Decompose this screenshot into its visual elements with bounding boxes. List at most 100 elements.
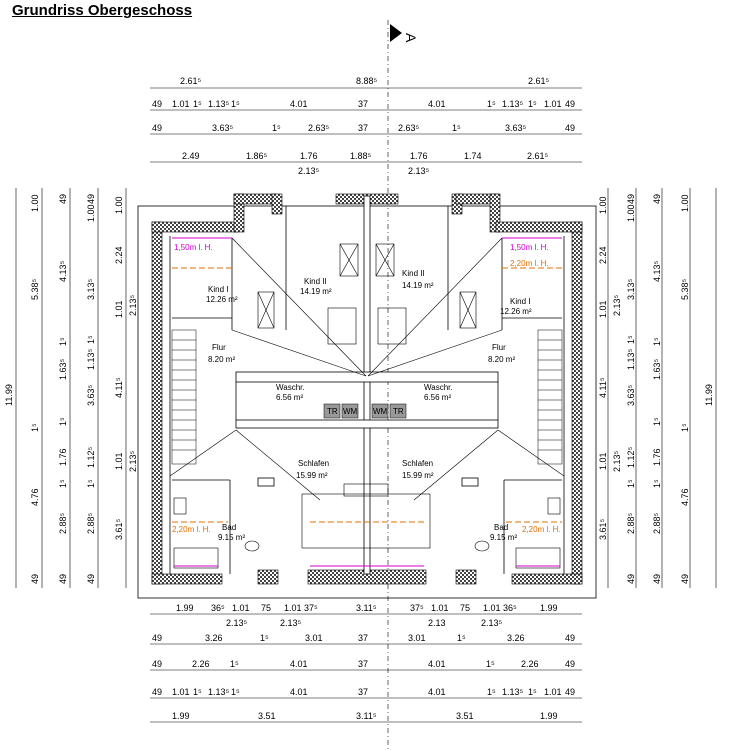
- dim-text: 1⁵: [626, 335, 636, 344]
- appliance-label: TR: [327, 407, 338, 416]
- dim-text: 1.00: [86, 204, 96, 222]
- dim-text: 1⁵: [231, 687, 240, 697]
- dim-text: 49: [565, 687, 575, 697]
- dim-text: 1.00: [30, 194, 40, 212]
- bottom-dim-row5: 1.99 3.51 3.11⁵ 3.51 1.99: [172, 711, 558, 721]
- dim-text: 36⁵: [503, 603, 517, 613]
- top-dim-row4: 2.49 1.86⁵ 1.76 1.88⁵ 1.76 1.74 2.61⁵: [182, 151, 549, 161]
- dim-text: 49: [152, 659, 162, 669]
- dim-text: 2.13⁵: [408, 166, 430, 176]
- right-dim-col5: 11.99: [704, 384, 714, 406]
- dim-text: 49: [152, 687, 162, 697]
- dim-text: 3.01: [408, 633, 426, 643]
- room-area: 12.26 m²: [500, 307, 532, 316]
- room-area: 14.19 m²: [300, 287, 332, 296]
- dim-text: 37: [358, 633, 368, 643]
- left-dim-col5: 1.00 2.24 1.01 4.11⁵ 1.01 3.61⁵: [114, 196, 124, 540]
- room-area: 15.99 m²: [402, 471, 434, 480]
- bottom-dim-row2: 49 3.26 1⁵ 3.01 37 3.01 1⁵ 3.26 49: [152, 633, 575, 643]
- room-name: Kind I: [510, 297, 530, 306]
- dim-text: 2.26: [192, 659, 210, 669]
- dim-text: 1⁵: [193, 687, 202, 697]
- stairs-right: [537, 329, 563, 465]
- height-label: 2,20m l. H.: [522, 525, 561, 534]
- dim-text: 1.86⁵: [246, 151, 268, 161]
- dim-text: 1.00: [114, 196, 124, 214]
- height-label: 2,20m l. H.: [510, 259, 549, 268]
- dim-text: 1.01: [114, 300, 124, 318]
- dim-text: 37⁵: [410, 603, 424, 613]
- dim-text: 8.88⁵: [356, 76, 378, 86]
- dim-text: 2.24: [114, 246, 124, 264]
- top-dim-row1: 2.61⁵ 8.88⁵ 2.61⁵: [180, 76, 550, 86]
- shafts: [257, 243, 477, 549]
- dim-text: 1.13⁵: [502, 687, 524, 697]
- height-label: 1,50m l. H.: [174, 243, 213, 252]
- dim-text: 4.76: [680, 488, 690, 506]
- washroom-appliances: TR WM WM TR: [323, 403, 407, 419]
- dim-text: 4.01: [428, 99, 446, 109]
- dim-text: 1⁵: [230, 659, 239, 669]
- dim-text: 49: [565, 123, 575, 133]
- dim-text: 49: [152, 99, 162, 109]
- dim-text: 4.01: [428, 659, 446, 669]
- left-dimension-lines: [15, 188, 127, 588]
- room-name: Kind II: [402, 269, 425, 278]
- top-dim-row2: 49 1.01 1⁵ 1.13⁵ 1⁵ 4.01 37 4.01 1⁵ 1.13…: [152, 99, 575, 109]
- dim-text: 1⁵: [528, 687, 537, 697]
- dim-text: 37: [358, 123, 368, 133]
- dim-text: 1.00: [598, 196, 608, 214]
- dim-text: 3.13⁵: [626, 278, 636, 300]
- dim-text: 1.01: [483, 603, 501, 613]
- dim-text: 1.00: [680, 194, 690, 212]
- dim-text: 4.01: [290, 99, 308, 109]
- dim-text: 2.49: [182, 151, 200, 161]
- dim-text: 49: [626, 574, 636, 584]
- dim-text: 37: [358, 99, 368, 109]
- room-name: Kind I: [208, 285, 228, 294]
- dim-text: 49: [565, 99, 575, 109]
- dim-text: 49: [58, 194, 68, 204]
- dim-text: 1⁵: [86, 479, 96, 488]
- dim-text: 1.76: [652, 448, 662, 466]
- dim-text: 2.13⁵: [612, 450, 622, 472]
- appliance-label: WM: [373, 407, 388, 416]
- page-title: Grundriss Obergeschoss: [12, 2, 193, 19]
- dim-text: 1⁵: [487, 99, 496, 109]
- dim-text: 11.99: [4, 384, 14, 406]
- bottom-dim-row3: 49 2.26 1⁵ 4.01 37 4.01 1⁵ 2.26 49: [152, 659, 575, 669]
- bottom-dim-row4: 49 1.01 1⁵ 1.13⁵ 1⁵ 4.01 37 4.01 1⁵ 1.13…: [152, 687, 575, 697]
- dim-text: 1⁵: [652, 417, 662, 426]
- dim-text: 1.01: [114, 452, 124, 470]
- dim-text: 49: [58, 574, 68, 584]
- room-area: 8.20 m²: [488, 355, 515, 364]
- room-name: Schlafen: [298, 459, 329, 468]
- dim-text: 1⁵: [86, 335, 96, 344]
- room-name: Waschr.: [424, 383, 453, 392]
- room-name: Schlafen: [402, 459, 433, 468]
- top-dimension-lines: [150, 87, 582, 163]
- dim-text: 1⁵: [260, 633, 269, 643]
- dim-text: 1⁵: [626, 479, 636, 488]
- dim-text: 4.11⁵: [598, 377, 608, 398]
- dim-text: 2.61⁵: [180, 76, 202, 86]
- dim-text: 1.00: [626, 204, 636, 222]
- right-dim-col3: 49 4.13⁵ 1⁵ 1.63⁵ 1⁵ 1.76 1⁵ 2.88⁵ 49: [652, 194, 662, 584]
- dim-text: 1⁵: [272, 123, 281, 133]
- dim-text: 2.13⁵: [481, 618, 503, 628]
- dim-text: 3.26: [507, 633, 525, 643]
- dim-text: 1.13⁵: [208, 687, 230, 697]
- dim-text: 3.63⁵: [626, 384, 636, 406]
- top-dim-row3: 49 3.63⁵ 1⁵ 2.63⁵ 37 2.63⁵ 1⁵ 3.63⁵ 49: [152, 123, 575, 133]
- height-lines: [172, 237, 562, 567]
- dim-text: 1.99: [172, 711, 190, 721]
- dim-text: 4.13⁵: [58, 260, 68, 282]
- dim-text: 2.88⁵: [626, 512, 636, 534]
- dim-text: 1.13⁵: [86, 348, 96, 370]
- room-area: 9.15 m²: [218, 533, 245, 542]
- dim-text: 11.99: [704, 384, 714, 406]
- dim-text: 49: [152, 633, 162, 643]
- dim-text: 1.99: [540, 603, 558, 613]
- dim-text: 1.12⁵: [626, 446, 636, 468]
- dim-text: 2.13⁵: [612, 294, 622, 316]
